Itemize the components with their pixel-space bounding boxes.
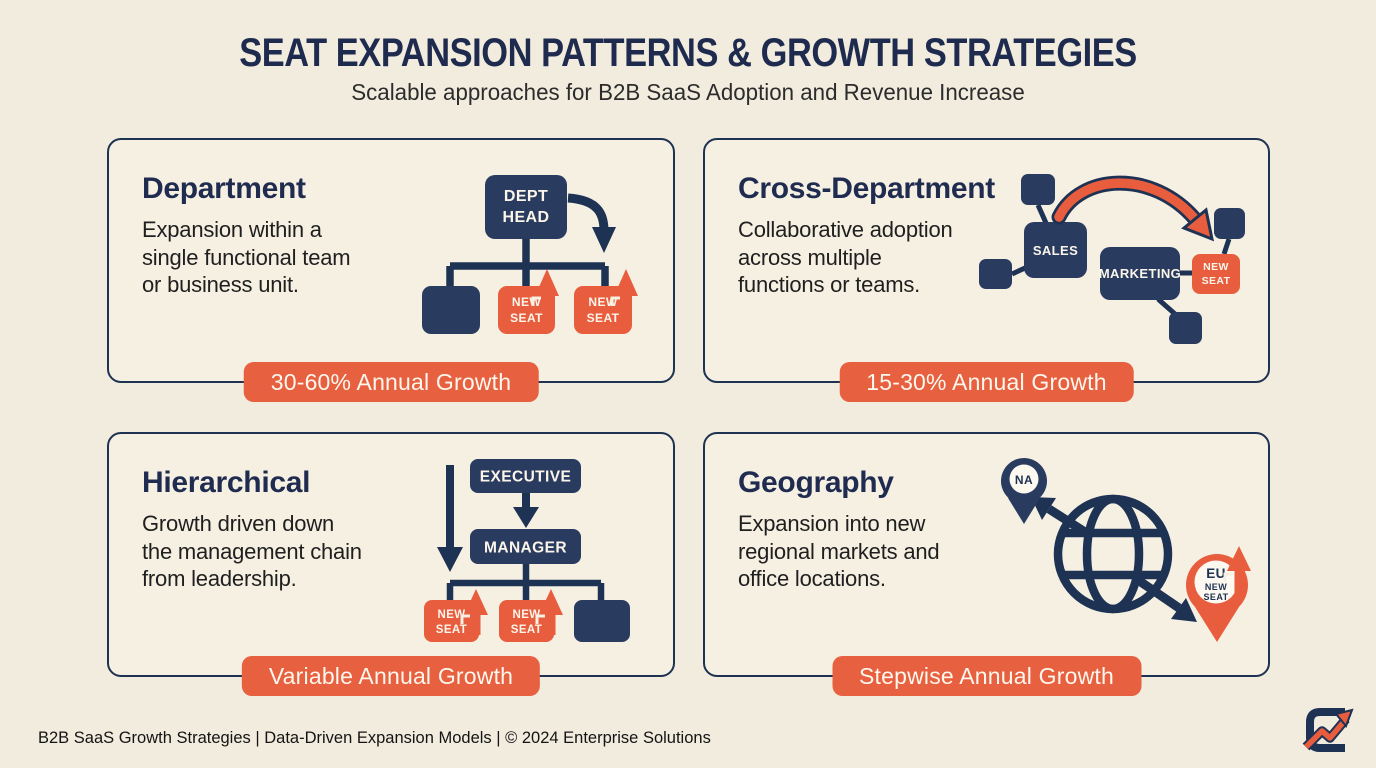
card-description-line: Collaborative adoption	[738, 217, 953, 242]
connector-lines	[1010, 203, 1232, 316]
growth-badge: 30-60% Annual Growth	[243, 362, 539, 402]
executive-label: EXECUTIVE	[480, 469, 571, 486]
downward-arrow-icon	[513, 493, 539, 528]
new-seat-label-line1: NEW	[437, 609, 465, 621]
card-description: Expansion into new regional markets and …	[738, 510, 940, 593]
card-description: Expansion within a single functional tea…	[142, 216, 351, 299]
cross-department-network: SALES MARKETING NEW SEAT	[979, 174, 1245, 344]
new-seat-label-line1: NEW	[588, 295, 617, 309]
manager-box	[470, 529, 581, 564]
card-description-line: Growth driven down	[142, 511, 335, 536]
expansion-arrow-to-na	[1031, 497, 1088, 536]
node-box	[1169, 312, 1202, 344]
footer-credits: B2B SaaS Growth Strategies | Data-Driven…	[38, 729, 711, 747]
card-title: Geography	[738, 466, 894, 499]
card-department: Department Expansion within a single fun…	[107, 138, 675, 402]
trend-logo-icon	[1302, 708, 1354, 752]
growth-up-arrow-icon	[531, 269, 559, 319]
sales-box	[1024, 222, 1087, 278]
card-description-line: or business unit.	[142, 272, 299, 297]
existing-seat-box	[422, 286, 480, 334]
card-title: Cross-Department	[738, 172, 995, 205]
sales-label: SALES	[1033, 243, 1078, 258]
existing-seat-box	[574, 600, 630, 642]
new-seat-label-line2: SEAT	[587, 311, 620, 325]
curved-arrow-head-icon	[592, 227, 616, 253]
new-seat-label-line2: SEAT	[511, 624, 542, 636]
eu-pin-label-line2: NEW	[1205, 582, 1227, 592]
cross-adoption-swoosh-arrow	[1051, 175, 1215, 242]
card-description-line: the management chain	[142, 538, 362, 564]
eu-pin-label-line3: SEAT	[1204, 592, 1229, 602]
card-description-line: from leadership.	[142, 566, 297, 591]
page-subtitle: Scalable approaches for B2B SaaS Adoptio…	[351, 79, 1025, 105]
curved-expansion-arrow	[567, 193, 609, 232]
na-map-pin-icon	[1001, 458, 1047, 524]
eu-pin-label-line1: EU	[1206, 566, 1226, 581]
card-hierarchical: Hierarchical Growth driven down the mana…	[107, 432, 675, 696]
growth-badge: Stepwise Annual Growth	[832, 656, 1141, 696]
card-title: Department	[142, 172, 306, 205]
card-description: Collaborative adoption across multiple f…	[738, 216, 953, 299]
expansion-arrow-to-eu	[1132, 574, 1197, 622]
leadership-down-arrow-icon	[437, 465, 463, 572]
new-seat-label-line2: SEAT	[510, 311, 543, 325]
card-description-line: functions or teams.	[738, 272, 921, 297]
executive-box	[470, 459, 581, 493]
card-description-line: Expansion within a	[142, 217, 322, 242]
growth-badge: Variable Annual Growth	[241, 656, 541, 696]
growth-up-arrow-icon	[460, 589, 488, 635]
dept-head-label-line2: HEAD	[503, 209, 550, 226]
card-description-line: regional markets and	[738, 538, 940, 564]
new-seat-label-line1: NEW	[512, 609, 540, 621]
new-seat-label-line2: SEAT	[436, 624, 467, 636]
na-pin-label: NA	[1015, 473, 1033, 487]
card-description: Growth driven down the management chain …	[142, 510, 362, 593]
new-seat-label-line2: SEAT	[1202, 275, 1231, 287]
growth-up-arrow-icon	[535, 589, 563, 635]
card-title: Hierarchical	[142, 466, 311, 499]
department-org-chart: DEPT HEAD NEW SEAT NEW SEAT	[422, 175, 638, 334]
growth-up-arrow-icon	[610, 269, 638, 319]
card-description-line: office locations.	[738, 566, 886, 591]
connector-lines	[446, 239, 609, 291]
card-description-line: across multiple	[738, 244, 882, 270]
page-title: SEAT EXPANSION PATTERNS & GROWTH STRATEG…	[239, 31, 1137, 75]
dept-head-label-line1: DEPT	[504, 188, 548, 205]
connector-lines	[446, 564, 605, 601]
growth-badge: 15-30% Annual Growth	[839, 362, 1134, 402]
new-seat-box	[499, 600, 554, 642]
marketing-label: MARKETING	[1099, 266, 1181, 281]
growth-up-arrow-icon	[1223, 546, 1251, 594]
node-box	[1021, 174, 1055, 205]
new-seat-label-line1: NEW	[1203, 261, 1229, 273]
hierarchical-org-chart: EXECUTIVE MANAGER NEW SEAT NEW SEAT	[424, 459, 630, 642]
node-box	[979, 259, 1012, 289]
node-box	[1214, 208, 1245, 239]
new-seat-box	[1192, 254, 1240, 294]
card-description-line: single functional team	[142, 244, 351, 270]
dept-head-box	[485, 175, 567, 239]
geography-expansion-map: NA EU NEW SEAT	[1001, 458, 1251, 642]
new-seat-box	[424, 600, 479, 642]
card-geography: Geography Expansion into new regional ma…	[703, 432, 1270, 696]
card-cross-department: Cross-Department Collaborative adoption …	[703, 138, 1270, 402]
marketing-box	[1100, 247, 1180, 300]
manager-label: MANAGER	[484, 540, 567, 557]
card-description-line: Expansion into new	[738, 511, 926, 536]
